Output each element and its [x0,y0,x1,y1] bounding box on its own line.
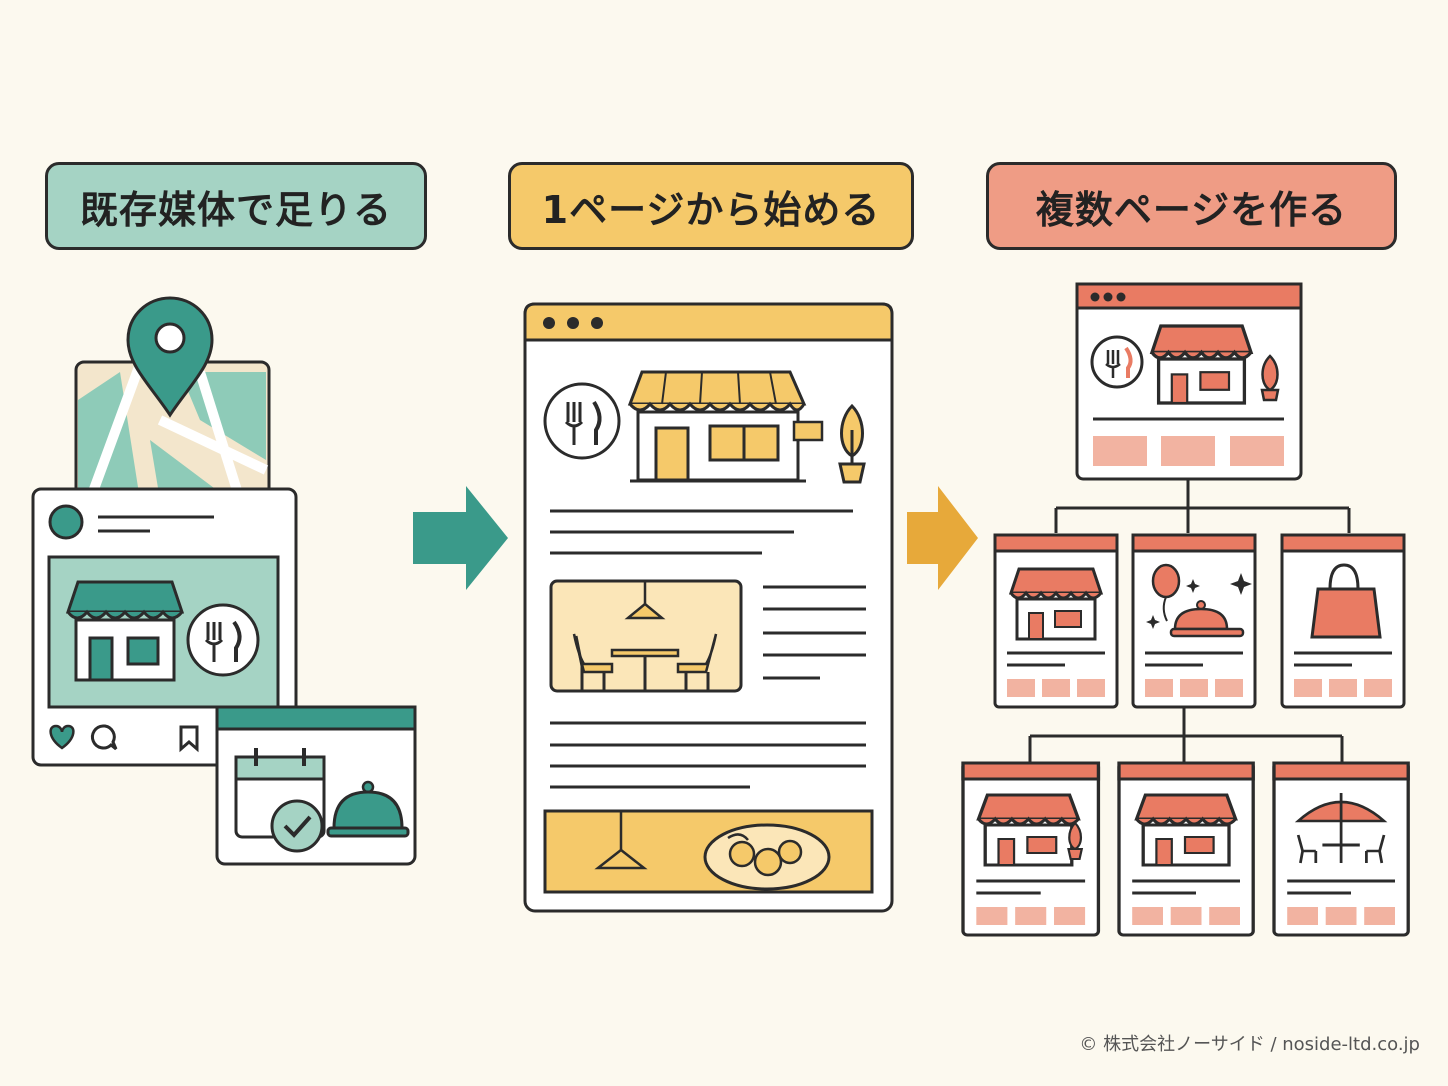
arrow-right-icon [413,486,508,590]
sub-page-card-event [1131,533,1257,709]
plant-icon [838,403,866,484]
lamp-icon [624,582,666,620]
map-pin-icon [126,296,214,418]
comment-icon [90,724,118,751]
multi-page-site-illustration [961,282,1410,937]
calendar-check-icon [234,748,326,853]
home-page-card [1075,282,1303,481]
reservation-card [215,705,417,866]
one-page-site-illustration [523,302,894,913]
sub-page-card-store-2 [961,761,1101,937]
stage-label-one-page: 1ページから始める [508,162,914,250]
cloche-icon [326,780,410,838]
social-post-card [31,487,298,767]
food-plate-icon [703,823,831,891]
table-chairs-icon [572,633,718,690]
copyright-credit: © 株式会社ノーサイド / noside-ltd.co.jp [1079,1034,1420,1055]
plant-icon [1067,821,1084,860]
bookmark-icon [179,725,199,753]
shopping-bag-icon [1310,563,1382,639]
parasol-table-icon [1294,793,1388,864]
balloon-icon [1151,563,1181,622]
stage-label-multi-page: 複数ページを作る [986,162,1397,250]
plant-icon [1260,354,1280,402]
heart-icon [49,724,75,750]
utensils-icon [1090,335,1144,389]
utensils-icon [543,382,621,460]
cloche-icon [1169,600,1245,638]
sub-page-card-store-3 [1117,761,1255,937]
arrow-right-icon [907,486,978,590]
existing-media-illustration [31,296,417,866]
sub-page-card-store [993,533,1119,709]
dining-photo [549,579,743,693]
utensils-icon [186,603,260,677]
bottom-banner [543,809,874,894]
sub-page-card-shop [1280,533,1406,709]
storefront-icon [627,370,824,483]
stage-label-existing-media: 既存媒体で足りる [45,162,427,250]
sub-page-card-terrace [1272,761,1410,937]
